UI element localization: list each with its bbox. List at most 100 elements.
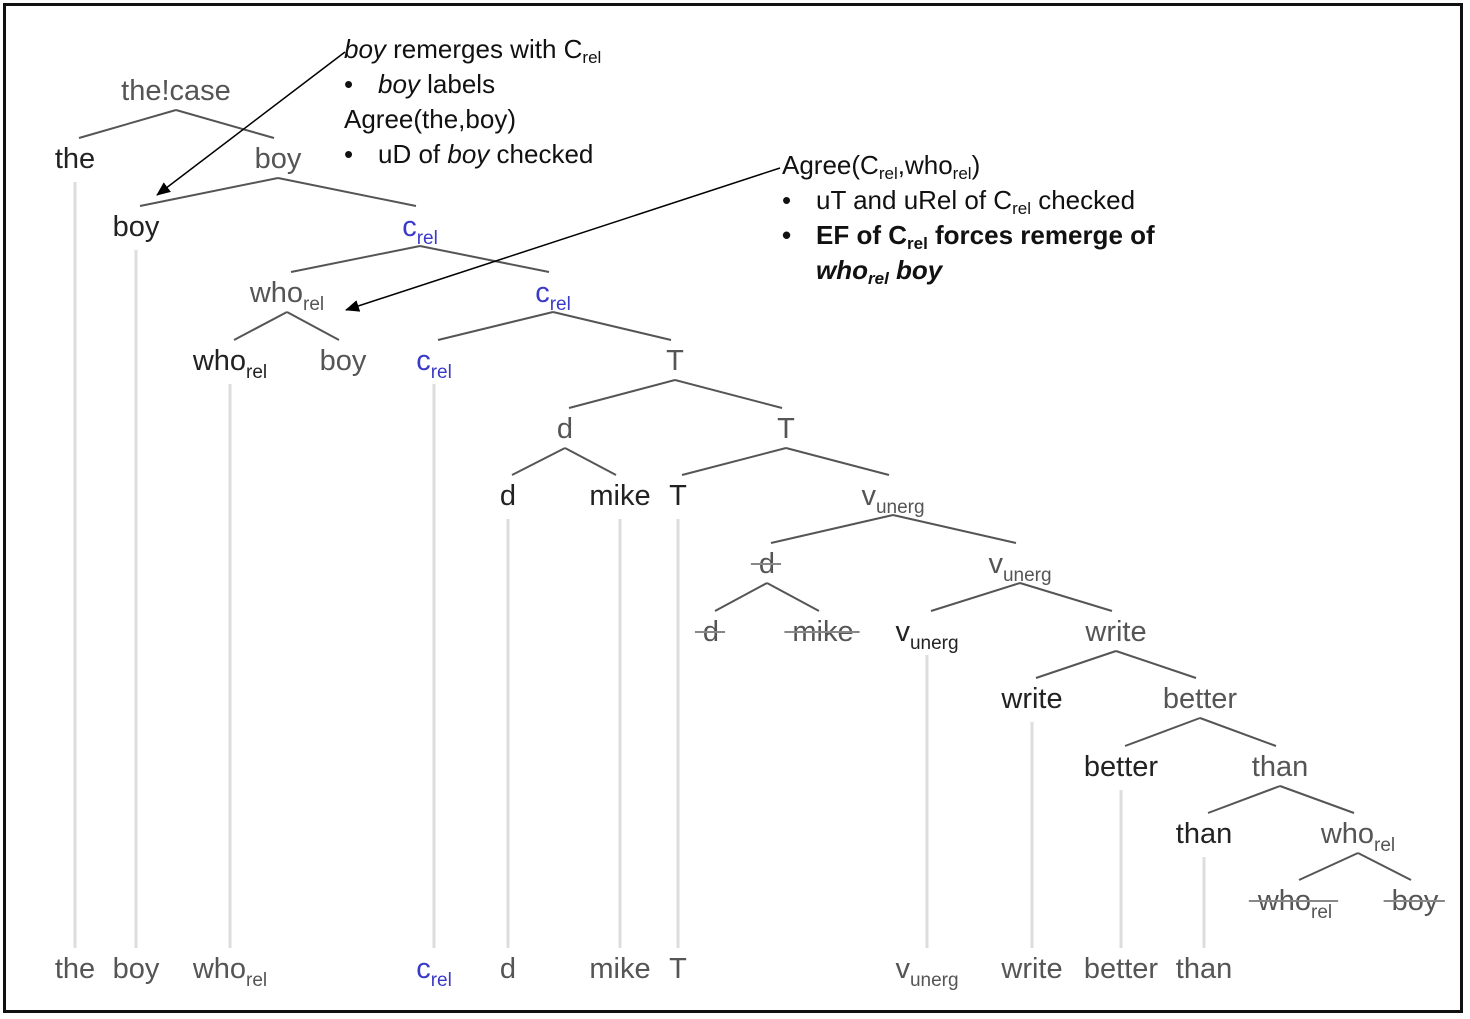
edge-who3-who4 <box>1298 852 1359 881</box>
tree-node-boy2: boy <box>113 211 160 243</box>
leaf-d2: d <box>500 953 516 985</box>
edge-T1-d1 <box>568 379 676 409</box>
annotation-boy-remerge: boy remerges with Crel • boy labels Agree… <box>344 32 601 172</box>
text: remerges with C <box>385 34 583 64</box>
edge-write1-better1 <box>1115 650 1197 679</box>
bullet-icon: • <box>782 185 792 215</box>
leaf-than2: than <box>1176 953 1232 985</box>
text: Agree(C <box>782 150 879 180</box>
annotation-line: Agree(the,boy) <box>344 104 516 134</box>
tree-node-write2: write <box>1000 683 1062 715</box>
edge-crel2-crel3 <box>437 311 554 341</box>
italic-word: boy <box>447 139 490 169</box>
tree-node-v1: vunerg <box>861 480 924 518</box>
leaf-better2: better <box>1084 953 1158 985</box>
bullet-icon: • <box>782 220 792 250</box>
subscript: rel <box>907 234 928 253</box>
edge-write1-write2 <box>1035 650 1117 679</box>
subscript: rel <box>952 164 972 183</box>
leaf-who2: whorel <box>192 953 267 991</box>
edge-d3-d4 <box>714 582 768 612</box>
annotation-bullet: •uD of boy checked <box>344 137 601 172</box>
tree-node-who3: whorel <box>1320 818 1395 856</box>
leaf-the1: the <box>55 953 95 985</box>
leaf-mike1: mike <box>589 953 650 985</box>
tree-node-d1: d <box>557 413 573 445</box>
edge-who1-who2 <box>233 311 288 341</box>
edge-boy1-crel1 <box>277 177 417 207</box>
subscript: rel <box>582 48 602 67</box>
annotation-bullet: • uT and uRel of Crel checked <box>782 183 1155 218</box>
tree-node-better1: better <box>1163 683 1237 715</box>
edge-crel1-who1 <box>290 245 421 273</box>
leaf-v3: vunerg <box>895 953 958 991</box>
tree-node-than2: than <box>1176 818 1232 850</box>
edge-root-the1 <box>78 109 177 139</box>
annotation-line-bold: whorel boy <box>782 253 1155 288</box>
tree-node-crel3: crel <box>416 345 452 383</box>
text: checked <box>1031 185 1136 215</box>
italic-word: boy <box>378 69 420 99</box>
edge-v2-write1 <box>1019 582 1113 612</box>
subscript: rel <box>1012 199 1031 218</box>
text: ) <box>971 150 981 180</box>
edge-crel1-crel2 <box>419 245 550 273</box>
tree-node-d2: d <box>500 480 516 512</box>
text: uT and uRel of C <box>816 185 1013 215</box>
text: EF of C <box>816 220 907 250</box>
tree-node-write1: write <box>1084 616 1146 648</box>
trace-lines <box>73 182 1206 948</box>
tree-node-v2: vunerg <box>988 548 1051 586</box>
italic-word: boy <box>344 34 386 64</box>
bullet-icon: • <box>344 69 354 99</box>
edge-better1-better2 <box>1124 717 1201 747</box>
tree-node-root: the!case <box>121 75 231 107</box>
text: who <box>816 255 868 285</box>
edge-d3-mike2 <box>766 582 820 612</box>
leaf-write2: write <box>1000 953 1062 985</box>
leaf-boy2: boy <box>113 953 160 985</box>
arrow-boy-remerge <box>156 51 346 196</box>
diagram-frame <box>3 3 1463 1013</box>
annotation-line: Agree(Crel,whorel) <box>782 148 1155 183</box>
annotation-bullet: • boy labels <box>344 67 601 102</box>
edge-than1-than2 <box>1207 785 1281 814</box>
edge-d1-d2 <box>511 447 566 476</box>
tree-node-boy3: boy <box>320 345 367 377</box>
arrow-agree-crel-who <box>345 167 781 312</box>
text: ,who <box>897 150 953 180</box>
annotation-agree-crel: Agree(Crel,whorel) •uT and uRel of Crel … <box>782 148 1155 288</box>
tree-node-T1: T <box>666 345 684 377</box>
subscript: rel <box>868 269 889 288</box>
tree-node-T2: T <box>777 413 795 445</box>
edge-T1-T2 <box>674 379 783 409</box>
tree-node-crel2: crel <box>535 277 571 315</box>
text: labels <box>419 69 496 99</box>
tree-edges <box>78 109 1412 881</box>
leaf-crel3: crel <box>416 953 452 991</box>
edge-T2-v1 <box>785 447 890 476</box>
tree-node-who2: whorel <box>192 345 267 383</box>
edge-who3-boy4 <box>1357 852 1412 881</box>
tree-node-better2: better <box>1084 751 1158 783</box>
annotation-bullet-bold: •EF of Crel forces remerge of <box>782 218 1155 253</box>
bullet-icon: • <box>344 139 354 169</box>
text: checked <box>489 139 594 169</box>
edge-than1-who3 <box>1279 785 1355 814</box>
tree-node-boy1: boy <box>255 143 302 175</box>
tree-node-who4: whorel <box>1257 885 1332 923</box>
edge-boy1-boy2 <box>139 177 279 207</box>
edge-better1-than1 <box>1199 717 1277 747</box>
edge-v1-d3 <box>770 514 894 544</box>
annotation-line: boy remerges with Crel <box>344 32 601 67</box>
tree-node-crel1: crel <box>402 211 438 249</box>
edge-root-boy1 <box>175 109 275 139</box>
tree-node-mike1: mike <box>589 480 650 512</box>
leaf-T3: T <box>669 953 687 985</box>
tree-node-T3: T <box>669 480 687 512</box>
edge-v2-v3 <box>930 582 1021 612</box>
edge-crel2-T1 <box>552 311 672 341</box>
